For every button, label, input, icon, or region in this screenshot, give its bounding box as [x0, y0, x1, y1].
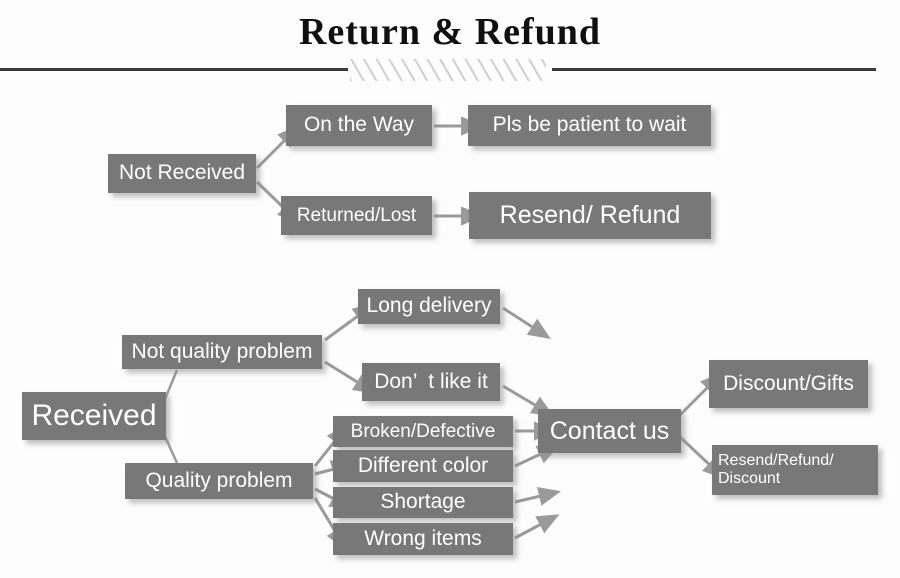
divider-line-left [0, 68, 348, 71]
node-broken-defective[interactable]: Broken/Defective [333, 416, 513, 447]
node-long-delivery[interactable]: Long delivery [358, 289, 500, 324]
divider-line-right [552, 68, 876, 71]
node-contact-us[interactable]: Contact us [538, 409, 681, 453]
node-returned-lost[interactable]: Returned/Lost [281, 196, 432, 235]
node-not-quality-problem[interactable]: Not quality problem [122, 335, 322, 369]
page-title: Return & Refund [298, 11, 602, 53]
node-not-received[interactable]: Not Received [108, 154, 256, 193]
node-resend-refund[interactable]: Resend/ Refund [469, 192, 711, 239]
node-received[interactable]: Received [22, 392, 166, 440]
node-discount-gifts[interactable]: Discount/Gifts [709, 360, 868, 408]
divider-hatch-ornament [350, 59, 546, 81]
node-pls-be-patient[interactable]: Pls be patient to wait [468, 105, 711, 146]
node-dont-like-it[interactable]: Don’ t like it [362, 363, 500, 401]
node-wrong-items[interactable]: Wrong items [333, 523, 513, 555]
node-on-the-way[interactable]: On the Way [286, 105, 432, 146]
node-resend-refund-discount[interactable]: Resend/Refund/ Discount [712, 445, 878, 495]
node-different-color[interactable]: Different color [333, 450, 513, 482]
node-shortage[interactable]: Shortage [333, 487, 513, 518]
node-quality-problem[interactable]: Quality problem [125, 463, 313, 499]
